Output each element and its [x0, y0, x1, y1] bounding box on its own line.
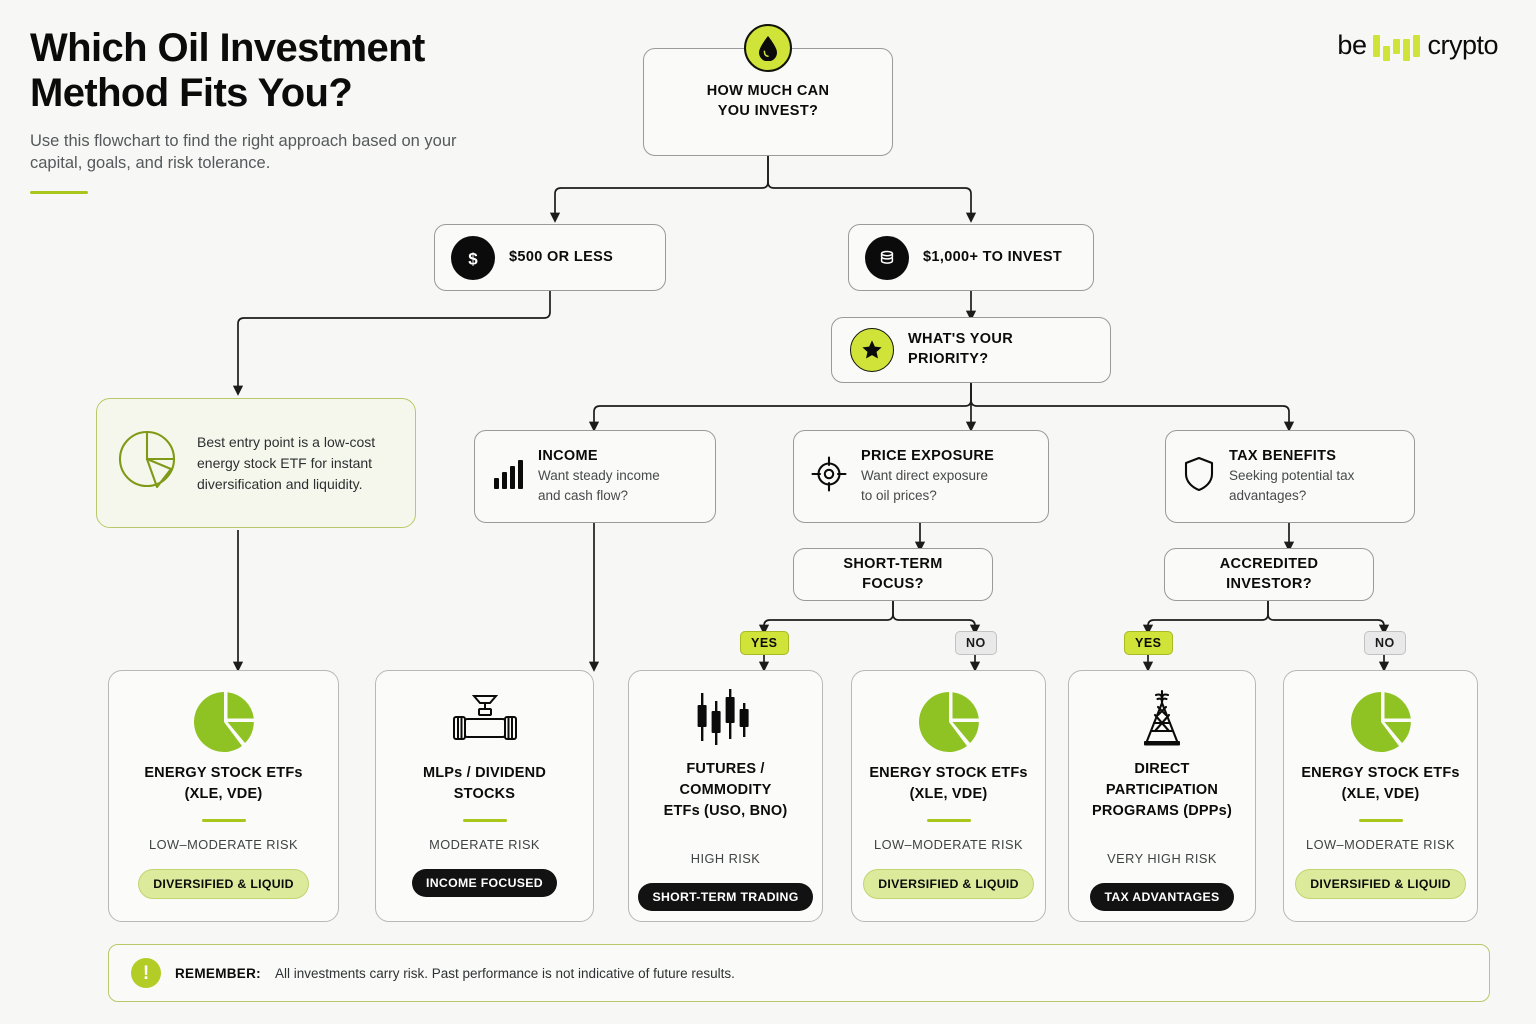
result-card-4-tag: DIVERSIFIED & LIQUID	[863, 868, 1034, 899]
dollar-coin-icon: $	[451, 235, 495, 280]
result-card-2-risk: MODERATE RISK	[429, 836, 540, 852]
result-card-dpp[interactable]: DIRECT PARTICIPATION PROGRAMS (DPPs) VER…	[1068, 670, 1256, 922]
oil-derrick-icon	[1133, 689, 1191, 751]
node-whats-your-priority[interactable]: WHAT'S YOUR PRIORITY?	[831, 317, 1111, 383]
node-500-or-less[interactable]: $ $500 OR LESS	[434, 224, 666, 291]
node-1000-plus-invest[interactable]: $1,000+ TO INVEST	[848, 224, 1094, 291]
node-option-income[interactable]: INCOME Want steady income and cash flow?	[474, 430, 716, 523]
in-brackets-logo-icon	[1373, 31, 1421, 61]
oil-drop-icon	[744, 24, 792, 72]
footer-disclaimer: ! REMEMBER: All investments carry risk. …	[108, 944, 1490, 1002]
result-card-energy-etf-1[interactable]: ENERGY STOCK ETFs (XLE, VDE) LOW–MODERAT…	[108, 670, 339, 922]
result-card-1-name: ENERGY STOCK ETFs (XLE, VDE)	[144, 765, 303, 803]
pie-chart-filled-icon	[192, 689, 256, 755]
node-500-or-less-label: $500 OR LESS	[509, 248, 614, 265]
option-price-text: PRICE EXPOSURE Want direct exposure to o…	[861, 448, 994, 504]
node-how-much-invest-label: HOW MUCH CAN YOU INVEST?	[707, 82, 830, 121]
shield-icon	[1182, 455, 1216, 498]
card-divider	[1358, 819, 1403, 822]
star-icon	[850, 328, 894, 372]
header: Which Oil Investment Method Fits You? Us…	[30, 26, 650, 195]
title-underline-rule	[30, 191, 88, 195]
result-card-5-tag: TAX ADVANTAGES	[1090, 883, 1234, 912]
priority-label-line2: PRIORITY?	[908, 351, 989, 367]
card-divider	[201, 819, 246, 822]
result-card-6-risk: LOW–MODERATE RISK	[1306, 836, 1455, 852]
node-question-accredited-investor[interactable]: ACCREDITED INVESTOR?	[1164, 548, 1374, 601]
node-option-price-exposure[interactable]: PRICE EXPOSURE Want direct exposure to o…	[793, 430, 1049, 523]
card-divider	[462, 819, 507, 822]
node-1000-plus-label: $1,000+ TO INVEST	[923, 248, 1063, 265]
result-card-energy-etf-2[interactable]: ENERGY STOCK ETFs (XLE, VDE) LOW–MODERAT…	[851, 670, 1046, 922]
page-title: Which Oil Investment Method Fits You?	[30, 26, 650, 116]
result-card-4-risk: LOW–MODERATE RISK	[874, 836, 1023, 852]
pie-chart-outline-icon	[115, 427, 183, 500]
result-card-3-name: FUTURES / COMMODITY ETFs (USO, BNO)	[663, 761, 788, 820]
option-income-text: INCOME Want steady income and cash flow?	[538, 448, 660, 504]
result-card-2-name: MLPs / DIVIDEND STOCKS	[422, 765, 547, 803]
result-card-5-name: DIRECT PARTICIPATION PROGRAMS (DPPs)	[1092, 761, 1232, 820]
priority-label-line1: WHAT'S YOUR	[908, 331, 1014, 348]
pipeline-valve-icon	[448, 689, 522, 755]
result-card-4-name: ENERGY STOCK ETFs (XLE, VDE)	[869, 765, 1028, 803]
candlestick-chart-icon	[694, 689, 758, 751]
pill-no-accredited[interactable]: NO	[1364, 631, 1406, 655]
root-label-line2: YOU INVEST?	[717, 103, 819, 119]
coin-stack-icon	[865, 235, 909, 280]
root-label-line1: HOW MUCH CAN	[706, 83, 830, 100]
option-income-title: INCOME	[538, 448, 598, 465]
result-card-1-risk: LOW–MODERATE RISK	[149, 836, 298, 852]
result-card-energy-etf-3[interactable]: ENERGY STOCK ETFs (XLE, VDE) LOW–MODERAT…	[1283, 670, 1478, 922]
pill-yes-short-term[interactable]: YES	[740, 631, 789, 655]
result-card-1-tag: DIVERSIFIED & LIQUID	[138, 868, 309, 899]
svg-text:$: $	[468, 249, 478, 268]
option-income-desc: Want steady income and cash flow?	[538, 468, 660, 503]
result-card-futures-commodity[interactable]: FUTURES / COMMODITY ETFs (USO, BNO) HIGH…	[628, 670, 823, 922]
logo-word-be: be	[1337, 30, 1367, 60]
footer-message: All investments carry risk. Past perform…	[274, 965, 735, 981]
logo-word-crypto: crypto	[1427, 30, 1498, 60]
result-card-3-risk: HIGH RISK	[690, 851, 761, 867]
node-question-short-term-focus[interactable]: SHORT-TERM FOCUS?	[793, 548, 993, 601]
node-priority-label: WHAT'S YOUR PRIORITY?	[908, 330, 1013, 369]
node-option-tax-benefits[interactable]: TAX BENEFITS Seeking potential tax advan…	[1165, 430, 1415, 523]
option-price-desc: Want direct exposure to oil prices?	[861, 468, 989, 503]
option-tax-desc: Seeking potential tax advantages?	[1229, 468, 1355, 503]
question-short-term-label: SHORT-TERM FOCUS?	[843, 555, 943, 592]
result-card-6-tag: DIVERSIFIED & LIQUID	[1295, 868, 1466, 899]
target-icon	[810, 455, 848, 498]
question-accredited-label: ACCREDITED INVESTOR?	[1219, 555, 1319, 592]
card-divider	[926, 819, 971, 822]
page-title-line1: Which Oil Investment	[30, 26, 425, 70]
option-tax-text: TAX BENEFITS Seeking potential tax advan…	[1229, 448, 1354, 504]
pie-chart-filled-icon	[917, 689, 981, 755]
result-card-3-tag: SHORT-TERM TRADING	[638, 883, 813, 912]
page-title-line2: Method Fits You?	[30, 70, 353, 115]
page-subtitle: Use this flowchart to find the right app…	[30, 131, 457, 172]
result-card-6-name: ENERGY STOCK ETFs (XLE, VDE)	[1301, 765, 1460, 803]
option-price-title: PRICE EXPOSURE	[861, 448, 995, 465]
bar-chart-icon	[491, 457, 525, 496]
result-card-2-tag: INCOME FOCUSED	[412, 868, 557, 897]
result-card-5-risk: VERY HIGH RISK	[1107, 851, 1217, 867]
pie-chart-filled-icon	[1349, 689, 1413, 755]
footer-label: REMEMBER:	[175, 965, 261, 981]
pill-no-short-term[interactable]: NO	[955, 631, 997, 655]
exclamation-icon: !	[131, 958, 161, 988]
info-panel-best-entry: Best entry point is a low-cost energy st…	[96, 398, 416, 528]
result-card-mlp-dividend[interactable]: MLPs / DIVIDEND STOCKS MODERATE RISK INC…	[375, 670, 594, 922]
beincrypto-logo[interactable]: be crypto	[1337, 30, 1498, 61]
pill-yes-accredited[interactable]: YES	[1124, 631, 1173, 655]
option-tax-title: TAX BENEFITS	[1229, 448, 1337, 465]
info-panel-text: Best entry point is a low-cost energy st…	[197, 433, 376, 492]
